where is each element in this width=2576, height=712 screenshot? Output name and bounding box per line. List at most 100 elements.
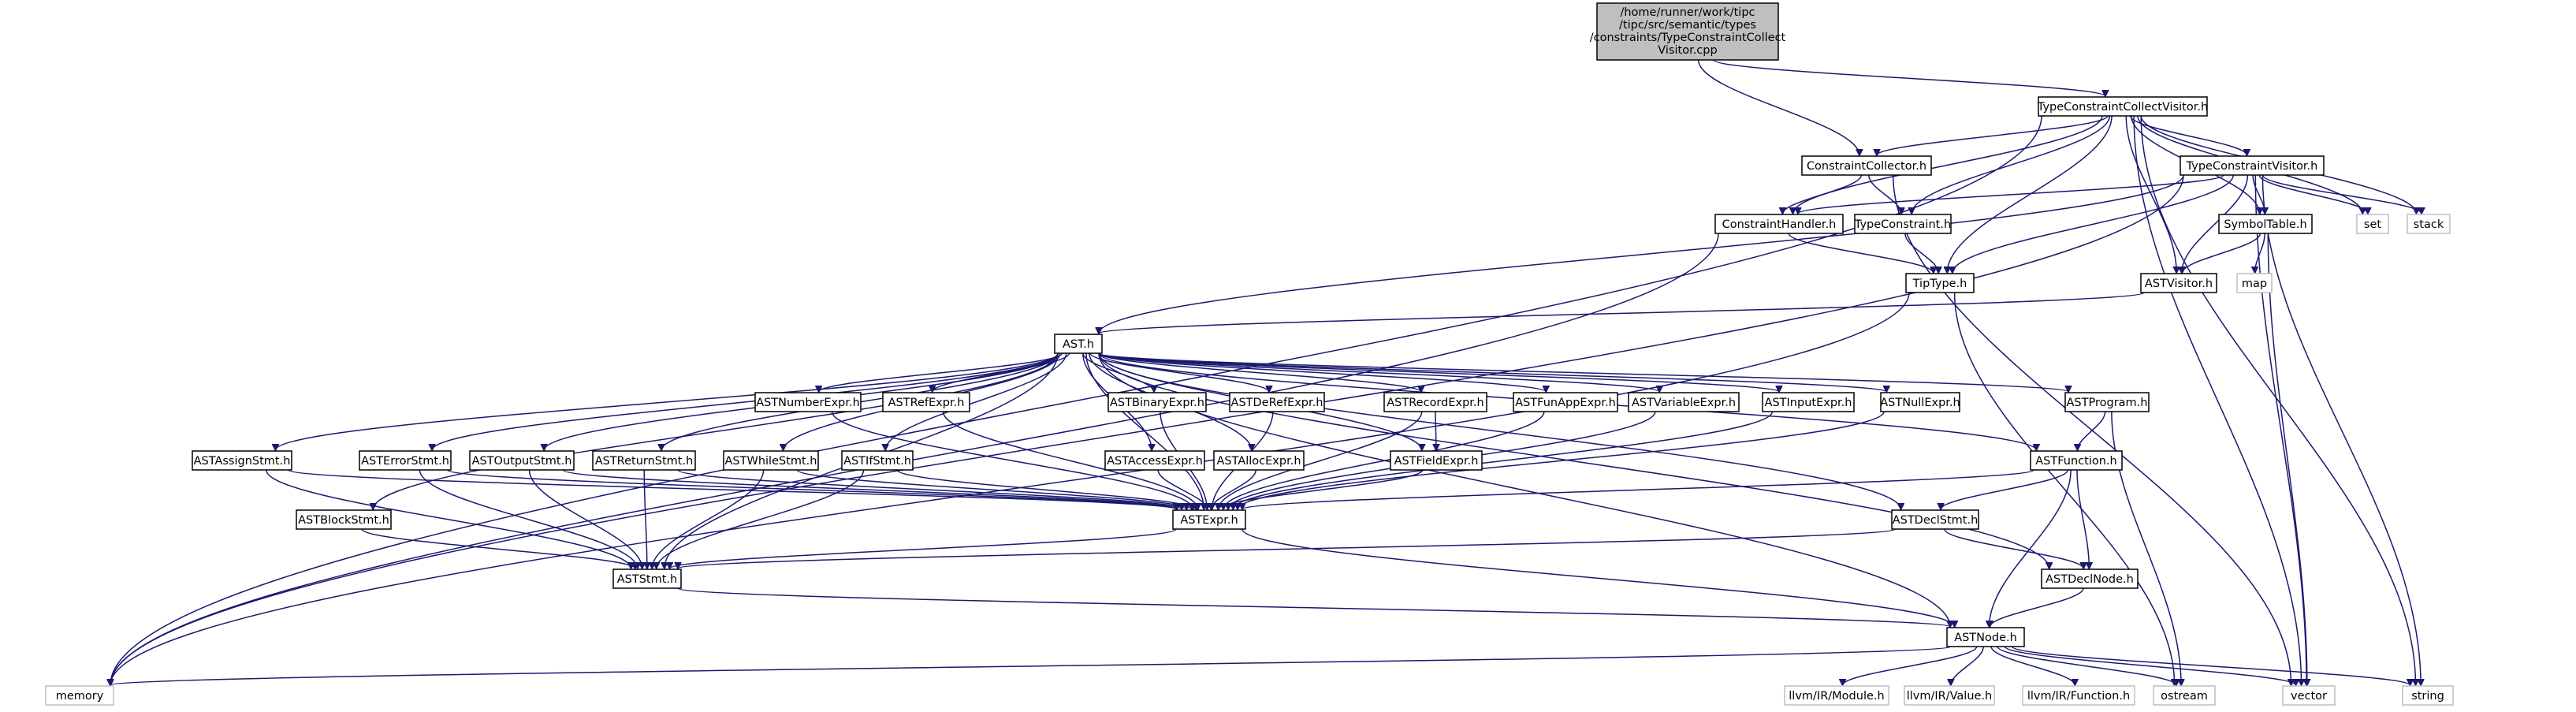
edge-ast-to-inputexpr: [1098, 352, 1779, 392]
node-box: [359, 450, 452, 471]
node-stack: stack: [2407, 214, 2451, 234]
node-stmt: ASTStmt.h: [612, 568, 682, 589]
node-box: [45, 685, 114, 706]
edge-function-to-expr: [1242, 469, 2034, 509]
edge-root-to-cch: [1697, 59, 1859, 155]
node-box: [1390, 450, 1483, 471]
edge-root-to-tcvh: [1713, 59, 2105, 96]
edge-symh-to-map: [2255, 233, 2265, 273]
node-label: ASTAllocExpr.h: [1216, 455, 1301, 468]
edge-ast-to-assign: [275, 352, 1059, 450]
node-label: llvm/IR/Function.h: [2027, 690, 2130, 703]
edge-whilestmt-to-expr: [796, 469, 1191, 509]
node-box: [2356, 214, 2389, 234]
node-box: [1172, 509, 1246, 530]
edge-numexpr-to-expr: [831, 411, 1193, 509]
node-box: [1104, 450, 1205, 471]
edge-outputstmt-to-expr: [562, 469, 1182, 509]
edge-errorstmt-to-stmt: [419, 469, 637, 568]
node-label: ConstraintHandler.h: [1722, 218, 1837, 231]
node-vector: vector: [2282, 685, 2336, 706]
node-box: [2236, 273, 2273, 293]
edge-program-to-ostream: [2111, 411, 2181, 685]
node-label: vector: [2291, 690, 2327, 703]
node-box: [1383, 392, 1487, 412]
node-box: [2140, 273, 2217, 293]
edge-whilestmt-to-stmt: [652, 469, 765, 568]
node-box: [469, 450, 575, 471]
edge-tcvisitor-to-chh: [1798, 174, 2224, 214]
node-box: [1801, 155, 1932, 176]
root-line-1: /home/runner/work/tipc: [1620, 6, 1755, 19]
edge-refexpr-to-expr: [942, 411, 1198, 509]
node-varexpr: ASTVariableExpr.h: [1628, 392, 1740, 412]
node-ifstmt: ASTIfStmt.h: [841, 450, 914, 471]
edge-tcvisitor-to-vector: [2254, 174, 2306, 685]
edge-ifstmt-to-stmt: [657, 469, 865, 568]
edge-tcvh-to-vector: [2133, 115, 2301, 685]
node-chh: ConstraintHandler.h: [1714, 214, 1844, 234]
edge-inputexpr-to-expr: [1233, 411, 1774, 509]
node-label: ASTReturnStmt.h: [595, 455, 694, 468]
node-label: SymbolTable.h: [2224, 218, 2306, 231]
edge-access-to-expr: [1157, 469, 1207, 509]
edge-tiptype-to-memory: [110, 292, 1910, 685]
node-label: llvm/IR/Value.h: [1907, 690, 1993, 703]
edge-tcvisitor-to-set: [2258, 174, 2368, 214]
node-label: ASTStmt.h: [617, 573, 677, 586]
node-box: [1714, 214, 1844, 234]
node-box: [1107, 392, 1207, 412]
edge-tcvh-to-tiptype: [1947, 115, 2113, 273]
node-label: ASTDeRefExpr.h: [1231, 397, 1323, 409]
node-label: ASTOutputStmt.h: [472, 455, 572, 468]
edge-cch-to-chh: [1782, 174, 1863, 214]
node-module: llvm/IR/Module.h: [1784, 685, 1889, 706]
edge-tiptype-to-ostream: [1953, 292, 2175, 685]
node-label: TypeConstraintCollectVisitor.h: [2037, 101, 2208, 114]
node-block: ASTBlockStmt.h: [296, 509, 392, 530]
node-box: [1784, 685, 1889, 706]
node-funapp: ASTFunAppExpr.h: [1513, 392, 1618, 412]
node-box: [2180, 155, 2325, 176]
node-function: ASTFunction.h: [2030, 450, 2123, 471]
node-ast: AST.h: [1054, 334, 1103, 354]
node-binexpr: ASTBinaryExpr.h: [1107, 392, 1207, 412]
node-tch: TypeConstraint.h: [1854, 214, 1952, 234]
node-box: [1880, 392, 1960, 412]
node-cch: ConstraintCollector.h: [1801, 155, 1932, 176]
edge-field-to-expr: [1219, 469, 1424, 509]
node-label: ASTFunAppExpr.h: [1515, 397, 1616, 409]
edge-node-to-string: [2011, 646, 2410, 685]
root-file-node: /home/runner/work/tipc /tipc/src/semanti…: [1590, 2, 1786, 61]
edge-block-to-stmt: [361, 528, 635, 568]
node-set: set: [2356, 214, 2389, 234]
edge-assign-to-stmt: [266, 469, 631, 568]
edge-ast-to-nullexpr: [1098, 352, 1886, 392]
node-box: [2282, 685, 2336, 706]
edge-assign-to-expr: [288, 469, 1176, 509]
node-field: ASTFieldExpr.h: [1390, 450, 1483, 471]
node-tcvh: TypeConstraintCollectVisitor.h: [2037, 96, 2208, 117]
edge-tcvh-to-cch: [1877, 115, 2109, 155]
node-label: ASTProgram.h: [2067, 397, 2148, 409]
node-box: [1904, 685, 1995, 706]
edge-declstmt-to-stmt: [678, 528, 1896, 568]
node-outputstmt: ASTOutputStmt.h: [469, 450, 575, 471]
node-label: ASTFieldExpr.h: [1394, 455, 1479, 468]
node-label: ConstraintCollector.h: [1807, 160, 1926, 173]
edge-ifstmt-to-expr: [896, 469, 1196, 509]
edge-returnstmt-to-expr: [677, 469, 1186, 509]
node-label: AST.h: [1063, 338, 1094, 351]
node-assign: ASTAssignStmt.h: [192, 450, 292, 471]
node-node: ASTNode.h: [1946, 627, 2025, 647]
node-label: ASTDeclStmt.h: [1893, 514, 1979, 527]
node-box: [2041, 568, 2139, 589]
node-label: set: [2364, 218, 2381, 231]
node-box: [1762, 392, 1855, 412]
edge-declstmt-to-declnode: [1944, 528, 2083, 568]
node-box: [2407, 214, 2451, 234]
edge-nullexpr-to-expr: [1238, 411, 1885, 509]
node-box: [592, 450, 696, 471]
node-label: TypeConstraint.h: [1854, 218, 1951, 231]
node-box: [1946, 627, 2025, 647]
